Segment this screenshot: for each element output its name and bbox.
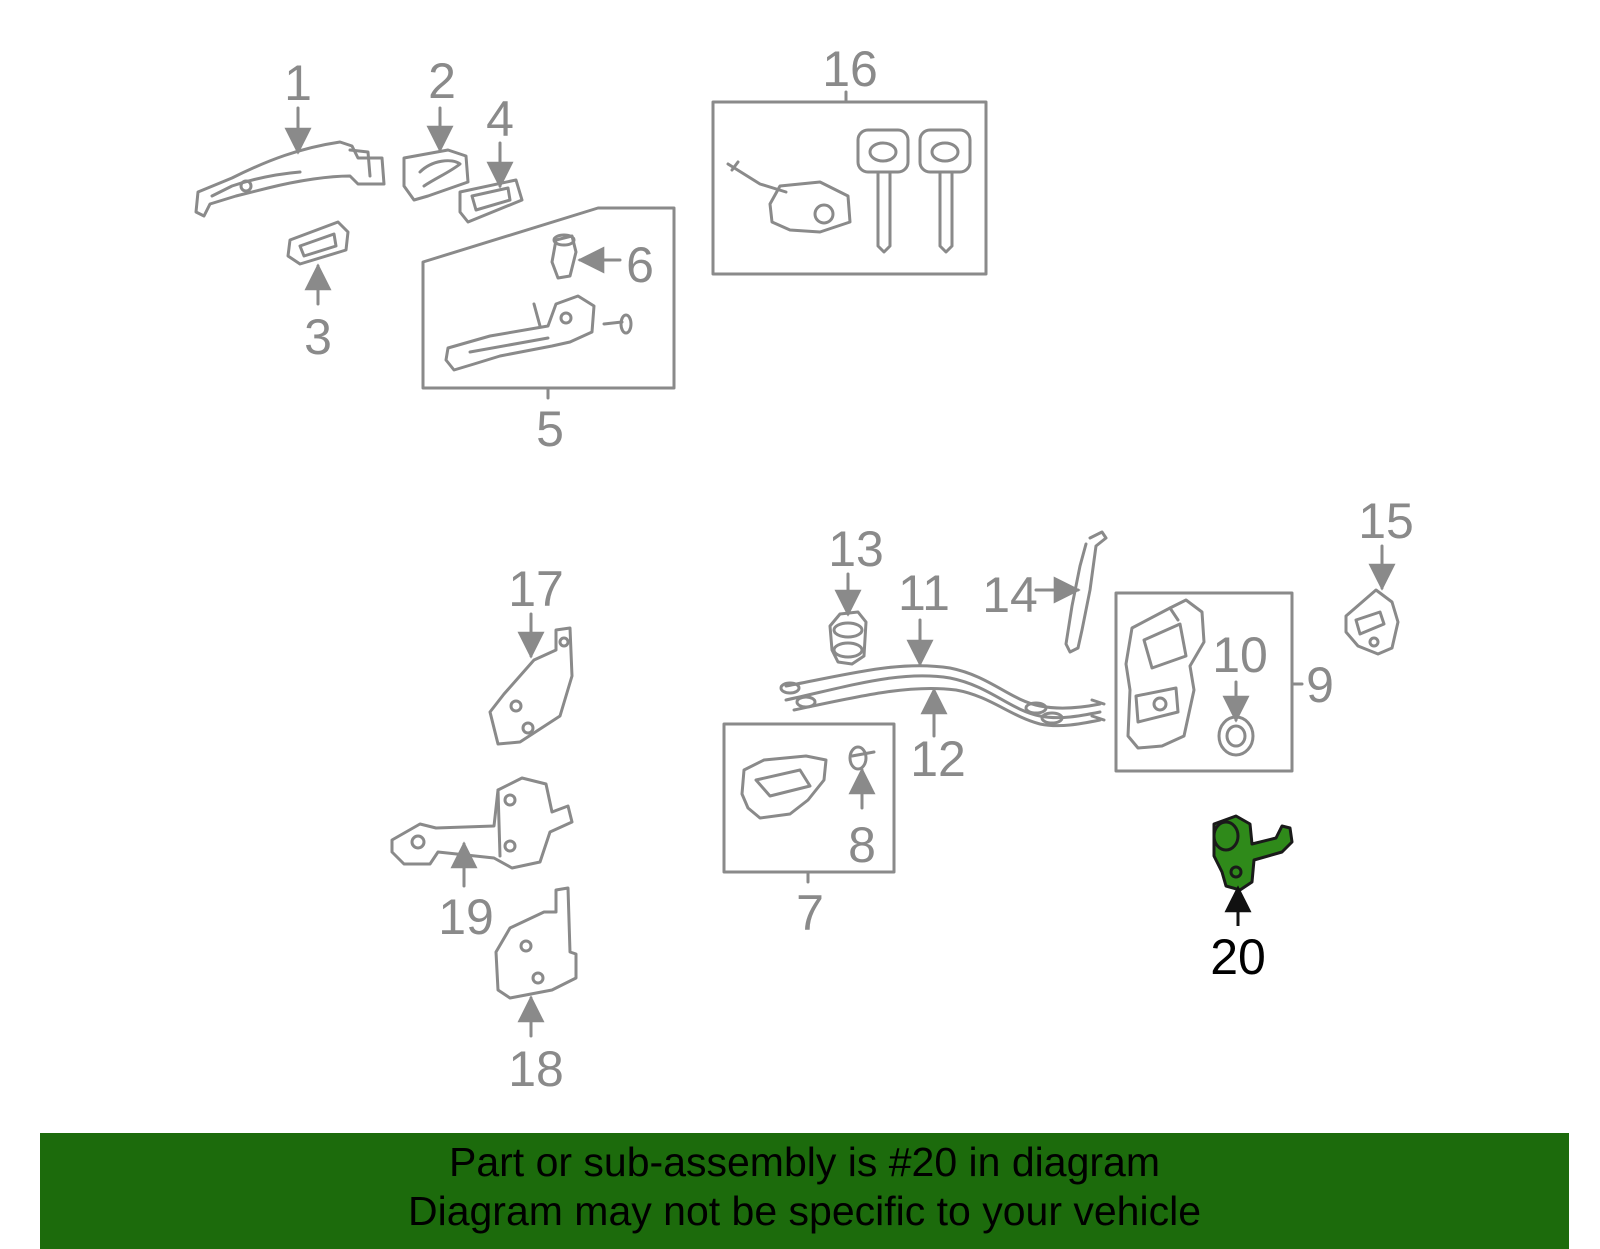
callout-15: 15 [1358, 493, 1414, 549]
part-5-screw [602, 313, 633, 335]
part-9-door-lock [1124, 598, 1206, 750]
part-11-12-cables [779, 664, 1106, 728]
part-14-rod [1064, 530, 1108, 654]
part-16-key-2 [918, 128, 972, 254]
callout-18: 18 [508, 1041, 564, 1097]
box-5 [421, 206, 676, 390]
part-6-lock-cylinder [550, 233, 578, 280]
part-4-gasket [458, 178, 524, 224]
callout-6: 6 [626, 237, 654, 293]
callout-7: 7 [796, 885, 824, 941]
callout-4: 4 [486, 91, 514, 147]
callout-10: 10 [1212, 627, 1268, 683]
callout-17: 17 [508, 561, 564, 617]
part-17-upper-hinge [488, 626, 574, 746]
part-3-pad [286, 220, 350, 266]
part-2-handle-cover [402, 148, 470, 202]
banner-line-1: Part or sub-assembly is #20 in diagram [449, 1139, 1160, 1185]
part-18-lower-hinge [494, 886, 578, 1000]
callout-19: 19 [438, 889, 494, 945]
callout-5: 5 [536, 401, 564, 457]
part-8-screw [848, 745, 876, 771]
callout-13: 13 [828, 521, 884, 577]
part-16-key-1 [856, 128, 910, 254]
part-19-door-check [390, 776, 574, 870]
box-9 [1114, 591, 1294, 773]
callout-16: 16 [822, 41, 878, 97]
part-20-courtesy-lamp-switch [1212, 814, 1294, 892]
callout-11: 11 [898, 565, 950, 621]
part-15-striker [1344, 588, 1400, 656]
box-16 [711, 100, 988, 276]
callout-8: 8 [848, 817, 876, 873]
callout-2: 2 [428, 53, 456, 109]
callout-14: 14 [982, 567, 1038, 623]
banner-line-2: Diagram may not be specific to your vehi… [407, 1188, 1201, 1234]
callout-12: 12 [910, 731, 966, 787]
callout-20: 20 [1210, 929, 1266, 985]
callout-3: 3 [304, 309, 332, 365]
part-13-clip [828, 610, 868, 666]
part-16-lock-cylinder [726, 160, 852, 234]
callout-9: 9 [1306, 657, 1334, 713]
part-1-door-handle [194, 140, 386, 218]
part-10-grommet [1217, 715, 1255, 757]
part-5-handle-frame [444, 294, 596, 372]
part-7-inside-handle [740, 754, 828, 820]
callout-1: 1 [284, 55, 312, 111]
info-banner: Part or sub-assembly is #20 in diagram D… [40, 1133, 1569, 1249]
